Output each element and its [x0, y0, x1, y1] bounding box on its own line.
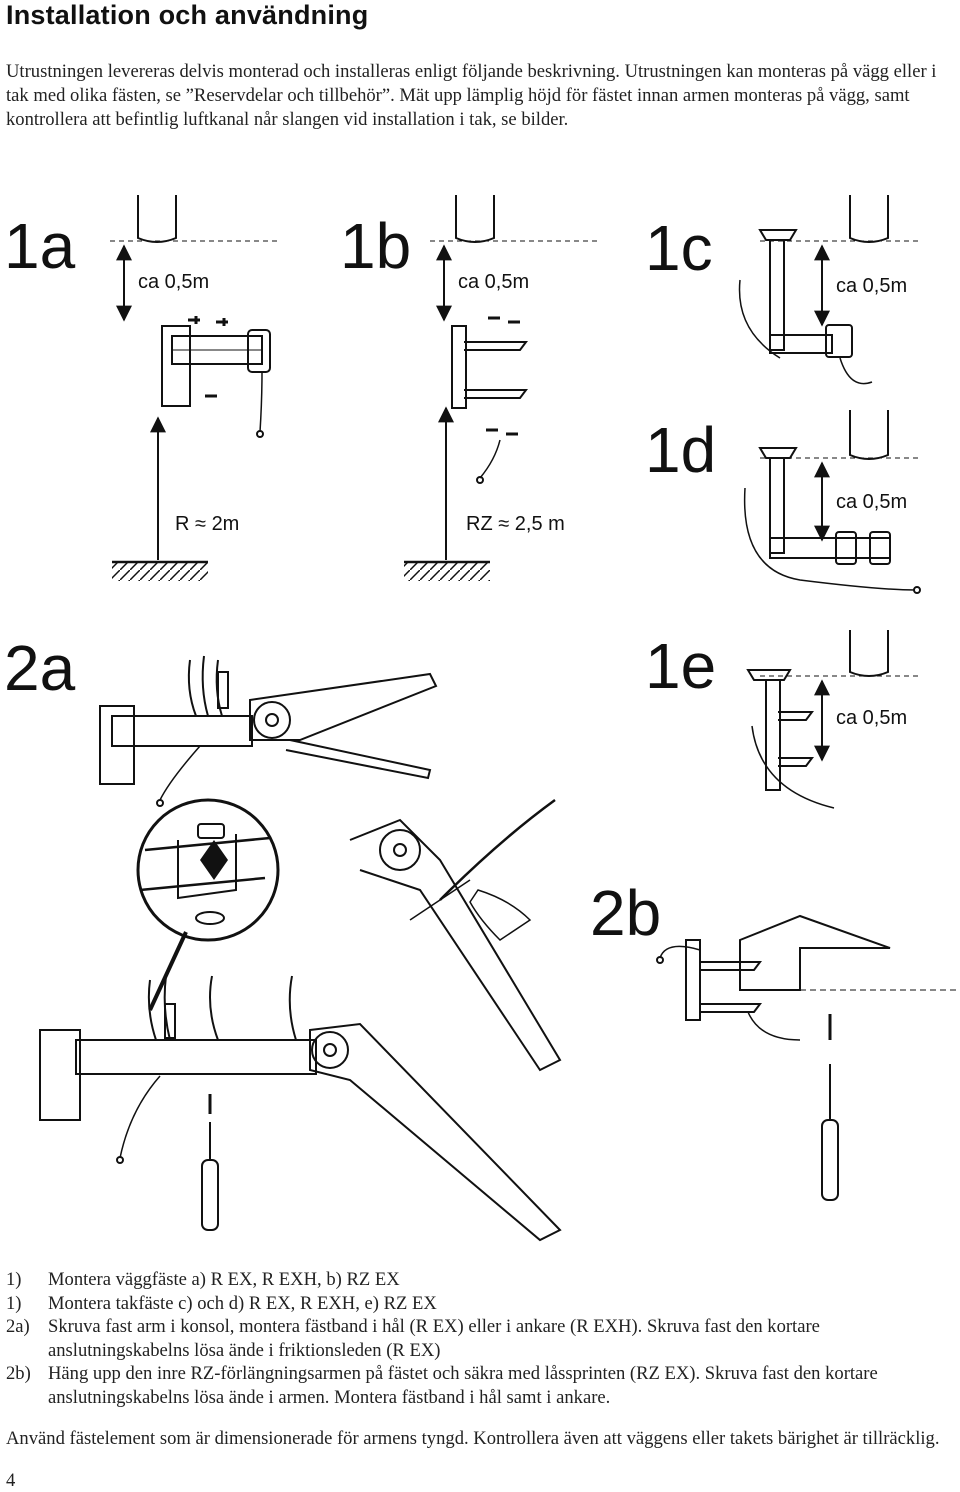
screwdriver-icon	[821, 1119, 839, 1201]
instruction-item: 2b) Häng upp den inre RZ-förlängningsarm…	[6, 1362, 958, 1409]
height-label-1a: R ≈ 2m	[175, 513, 239, 535]
instruction-item: 2a) Skruva fast arm i konsol, montera fä…	[6, 1315, 958, 1362]
step-text: Montera takfäste c) och d) R EX, R EXH, …	[48, 1292, 437, 1314]
figure-1e: 1e ca 0,5m	[645, 630, 920, 809]
label-1c: 1c	[645, 212, 713, 284]
wall-bracket	[685, 939, 701, 1021]
duct-icon	[849, 410, 889, 460]
step-number: 1)	[6, 1269, 22, 1290]
page-title: Installation och användning	[6, 0, 369, 30]
distance-label-1b: ca 0,5m	[458, 271, 529, 293]
distance-label-1a: ca 0,5m	[138, 271, 209, 293]
distance-label-1d: ca 0,5m	[836, 491, 907, 513]
label-1a: 1a	[4, 210, 76, 282]
installation-diagram: 1a ca 0,5m R ≈ 2m 1b ca 0,5m RZ ≈ 2,5 m	[4, 195, 960, 1242]
instruction-list: 1) Montera väggfäste a) R EX, R EXH, b) …	[6, 1268, 958, 1409]
height-label-1b: RZ ≈ 2,5 m	[466, 513, 565, 535]
main-arm	[249, 672, 438, 741]
arm-hose-detail	[349, 798, 562, 1072]
distance-label-1c: ca 0,5m	[836, 275, 907, 297]
duct-icon	[849, 630, 889, 677]
arm-assembly-bottom	[39, 975, 562, 1242]
figure-2b: 2b	[590, 877, 960, 1201]
floor-hatch	[404, 563, 490, 581]
page-number: 4	[6, 1470, 16, 1491]
detail-pointer	[200, 756, 228, 880]
wall-bracket	[161, 325, 191, 407]
duct-icon	[455, 195, 495, 243]
screwdriver-icon	[201, 1159, 219, 1231]
step-number: 1)	[6, 1292, 22, 1314]
figure-1d: 1d ca 0,5m	[645, 410, 921, 594]
label-1e: 1e	[645, 630, 716, 702]
label-1d: 1d	[645, 414, 716, 486]
step-number: 2a)	[6, 1316, 30, 1337]
duct-icon	[137, 195, 177, 243]
intro-paragraph: Utrustningen levereras delvis monterad o…	[6, 61, 937, 130]
arm-stub	[111, 715, 253, 747]
step-text: Skruva fast arm i konsol, montera fästba…	[48, 1316, 820, 1361]
label-2b: 2b	[590, 877, 661, 949]
figure-1a: 1a ca 0,5m R ≈ 2m	[4, 195, 280, 581]
step-text: Montera väggfäste a) R EX, R EXH, b) RZ …	[48, 1269, 400, 1290]
instruction-item: 1) Montera takfäste c) och d) R EX, R EX…	[6, 1292, 958, 1316]
distance-label-1e: ca 0,5m	[836, 707, 907, 729]
figure-1c: 1c ca 0,5m	[645, 195, 920, 385]
figure-1b: 1b ca 0,5m RZ ≈ 2,5 m	[340, 195, 600, 581]
floor-hatch	[112, 563, 208, 581]
wall-bracket	[451, 325, 467, 409]
wall-bracket	[39, 1029, 81, 1121]
footer-note: Använd fästelement som är dimensionerade…	[6, 1428, 940, 1449]
arm-stub	[75, 1039, 317, 1075]
detail-zoom	[136, 798, 280, 1011]
duct-icon	[849, 195, 889, 243]
instruction-item: 1) Montera väggfäste a) R EX, R EXH, b) …	[6, 1268, 958, 1292]
figure-2a: 2a	[4, 632, 438, 880]
step-text: Häng upp den inre RZ-förlängningsarmen p…	[48, 1363, 878, 1408]
step-number: 2b)	[6, 1363, 31, 1384]
label-1b: 1b	[340, 210, 411, 282]
arm-profile	[739, 914, 891, 991]
label-2a: 2a	[4, 632, 76, 704]
main-arm	[309, 1022, 562, 1242]
ceiling-plate	[758, 229, 798, 241]
